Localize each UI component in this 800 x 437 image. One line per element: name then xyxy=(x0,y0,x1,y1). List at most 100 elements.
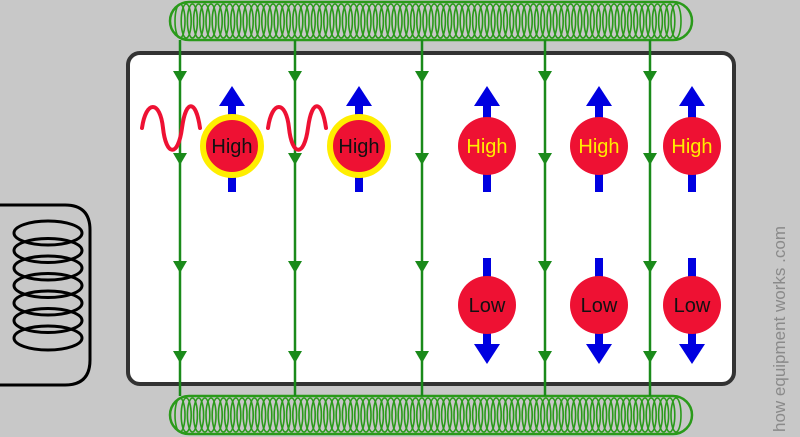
coil-winding xyxy=(397,3,410,39)
coil-winding xyxy=(217,3,230,39)
proton-circle xyxy=(570,276,628,334)
coil-winding xyxy=(477,3,490,39)
field-arrow-down-icon xyxy=(643,71,657,83)
coil-winding xyxy=(391,3,403,39)
coil-winding xyxy=(403,397,416,433)
coil-winding xyxy=(409,397,422,433)
field-arrow-down-icon xyxy=(643,351,657,363)
proton-circle xyxy=(663,117,721,175)
coil-winding xyxy=(639,397,651,433)
coil-winding xyxy=(632,397,645,433)
coil-winding xyxy=(236,3,248,39)
rf-coil-winding xyxy=(12,219,84,247)
coil-winding xyxy=(211,3,223,39)
field-direction-arrows xyxy=(173,71,657,363)
coil-winding xyxy=(632,3,645,39)
coil-winding xyxy=(273,397,286,433)
coil-winding xyxy=(186,397,199,433)
proton-circle xyxy=(570,117,628,175)
coil-winding xyxy=(304,3,317,39)
proton-circle xyxy=(200,114,264,178)
field-arrow-down-icon xyxy=(415,71,429,83)
coil-winding xyxy=(502,397,515,433)
coil-winding xyxy=(260,397,273,433)
proton-circle xyxy=(327,114,391,178)
coil-winding xyxy=(527,3,540,39)
spin-arrow-up-icon xyxy=(346,86,372,106)
coil-winding xyxy=(415,3,428,39)
coil-winding xyxy=(192,397,205,433)
proton-low: Low xyxy=(663,258,721,364)
coil-winding xyxy=(353,397,366,433)
coil-winding xyxy=(273,3,286,39)
coil-winding xyxy=(279,397,292,433)
coil-winding xyxy=(558,3,571,39)
coil-winding xyxy=(322,3,335,39)
field-arrow-down-icon xyxy=(288,71,302,83)
field-arrow-down-icon xyxy=(173,261,187,273)
coil-winding xyxy=(496,3,509,39)
proton-label: Low xyxy=(469,295,506,317)
coil-winding xyxy=(186,3,199,39)
rf-coil-winding xyxy=(12,324,84,352)
field-arrow-down-icon xyxy=(173,71,187,83)
coil-winding xyxy=(663,397,676,433)
coil-winding xyxy=(378,397,391,433)
coil-winding xyxy=(242,3,254,39)
proton-label: High xyxy=(466,136,507,158)
proton-excited: High xyxy=(200,86,264,192)
proton-label: High xyxy=(211,136,252,158)
spin-arrow-up-icon xyxy=(586,86,612,106)
coil-winding xyxy=(446,397,459,433)
rf-coil-winding xyxy=(12,307,84,334)
coil-winding xyxy=(670,397,682,433)
rf-waves xyxy=(140,104,328,152)
proton-excited: High xyxy=(327,86,391,192)
coil-winding xyxy=(490,3,503,39)
coil-winding xyxy=(192,3,205,39)
coil-winding xyxy=(558,397,571,433)
coil-winding xyxy=(199,397,211,433)
coil-winding xyxy=(620,397,633,433)
coil-winding xyxy=(353,3,366,39)
coil-winding xyxy=(515,3,527,39)
coil-winding xyxy=(651,397,664,433)
coil-winding xyxy=(601,397,614,433)
coil-winding xyxy=(453,3,465,39)
coil-winding xyxy=(384,3,397,39)
coil-winding xyxy=(639,3,651,39)
coil-winding xyxy=(657,3,670,39)
coil-winding xyxy=(552,3,565,39)
coil-winding xyxy=(291,3,304,39)
spin-arrow-up-icon xyxy=(679,86,705,106)
coil-winding xyxy=(552,397,565,433)
coil-winding xyxy=(428,397,441,433)
chamber xyxy=(126,51,736,386)
coil-winding xyxy=(205,397,217,433)
top-coil-windings xyxy=(174,3,682,39)
coil-winding xyxy=(415,397,428,433)
coil-winding xyxy=(490,397,503,433)
coil-winding xyxy=(663,3,676,39)
coil-winding xyxy=(335,397,348,433)
proton-circle xyxy=(458,276,516,334)
coil-winding xyxy=(428,3,441,39)
coil-winding xyxy=(217,397,230,433)
proton-label: High xyxy=(671,136,712,158)
coil-winding xyxy=(329,3,341,39)
coil-winding xyxy=(595,397,608,433)
coil-winding xyxy=(409,3,422,39)
coil-winding xyxy=(242,397,254,433)
coil-winding xyxy=(477,397,490,433)
proton-label: High xyxy=(578,136,619,158)
coil-winding xyxy=(180,397,192,433)
field-arrow-down-icon xyxy=(288,351,302,363)
coil-winding xyxy=(446,3,459,39)
bottom-coil-windings xyxy=(174,397,682,433)
coil-winding xyxy=(508,3,521,39)
coil-winding xyxy=(539,3,552,39)
coil-winding xyxy=(539,397,552,433)
coil-winding xyxy=(199,3,211,39)
coil-winding xyxy=(651,3,664,39)
rf-coil-winding xyxy=(12,237,84,264)
